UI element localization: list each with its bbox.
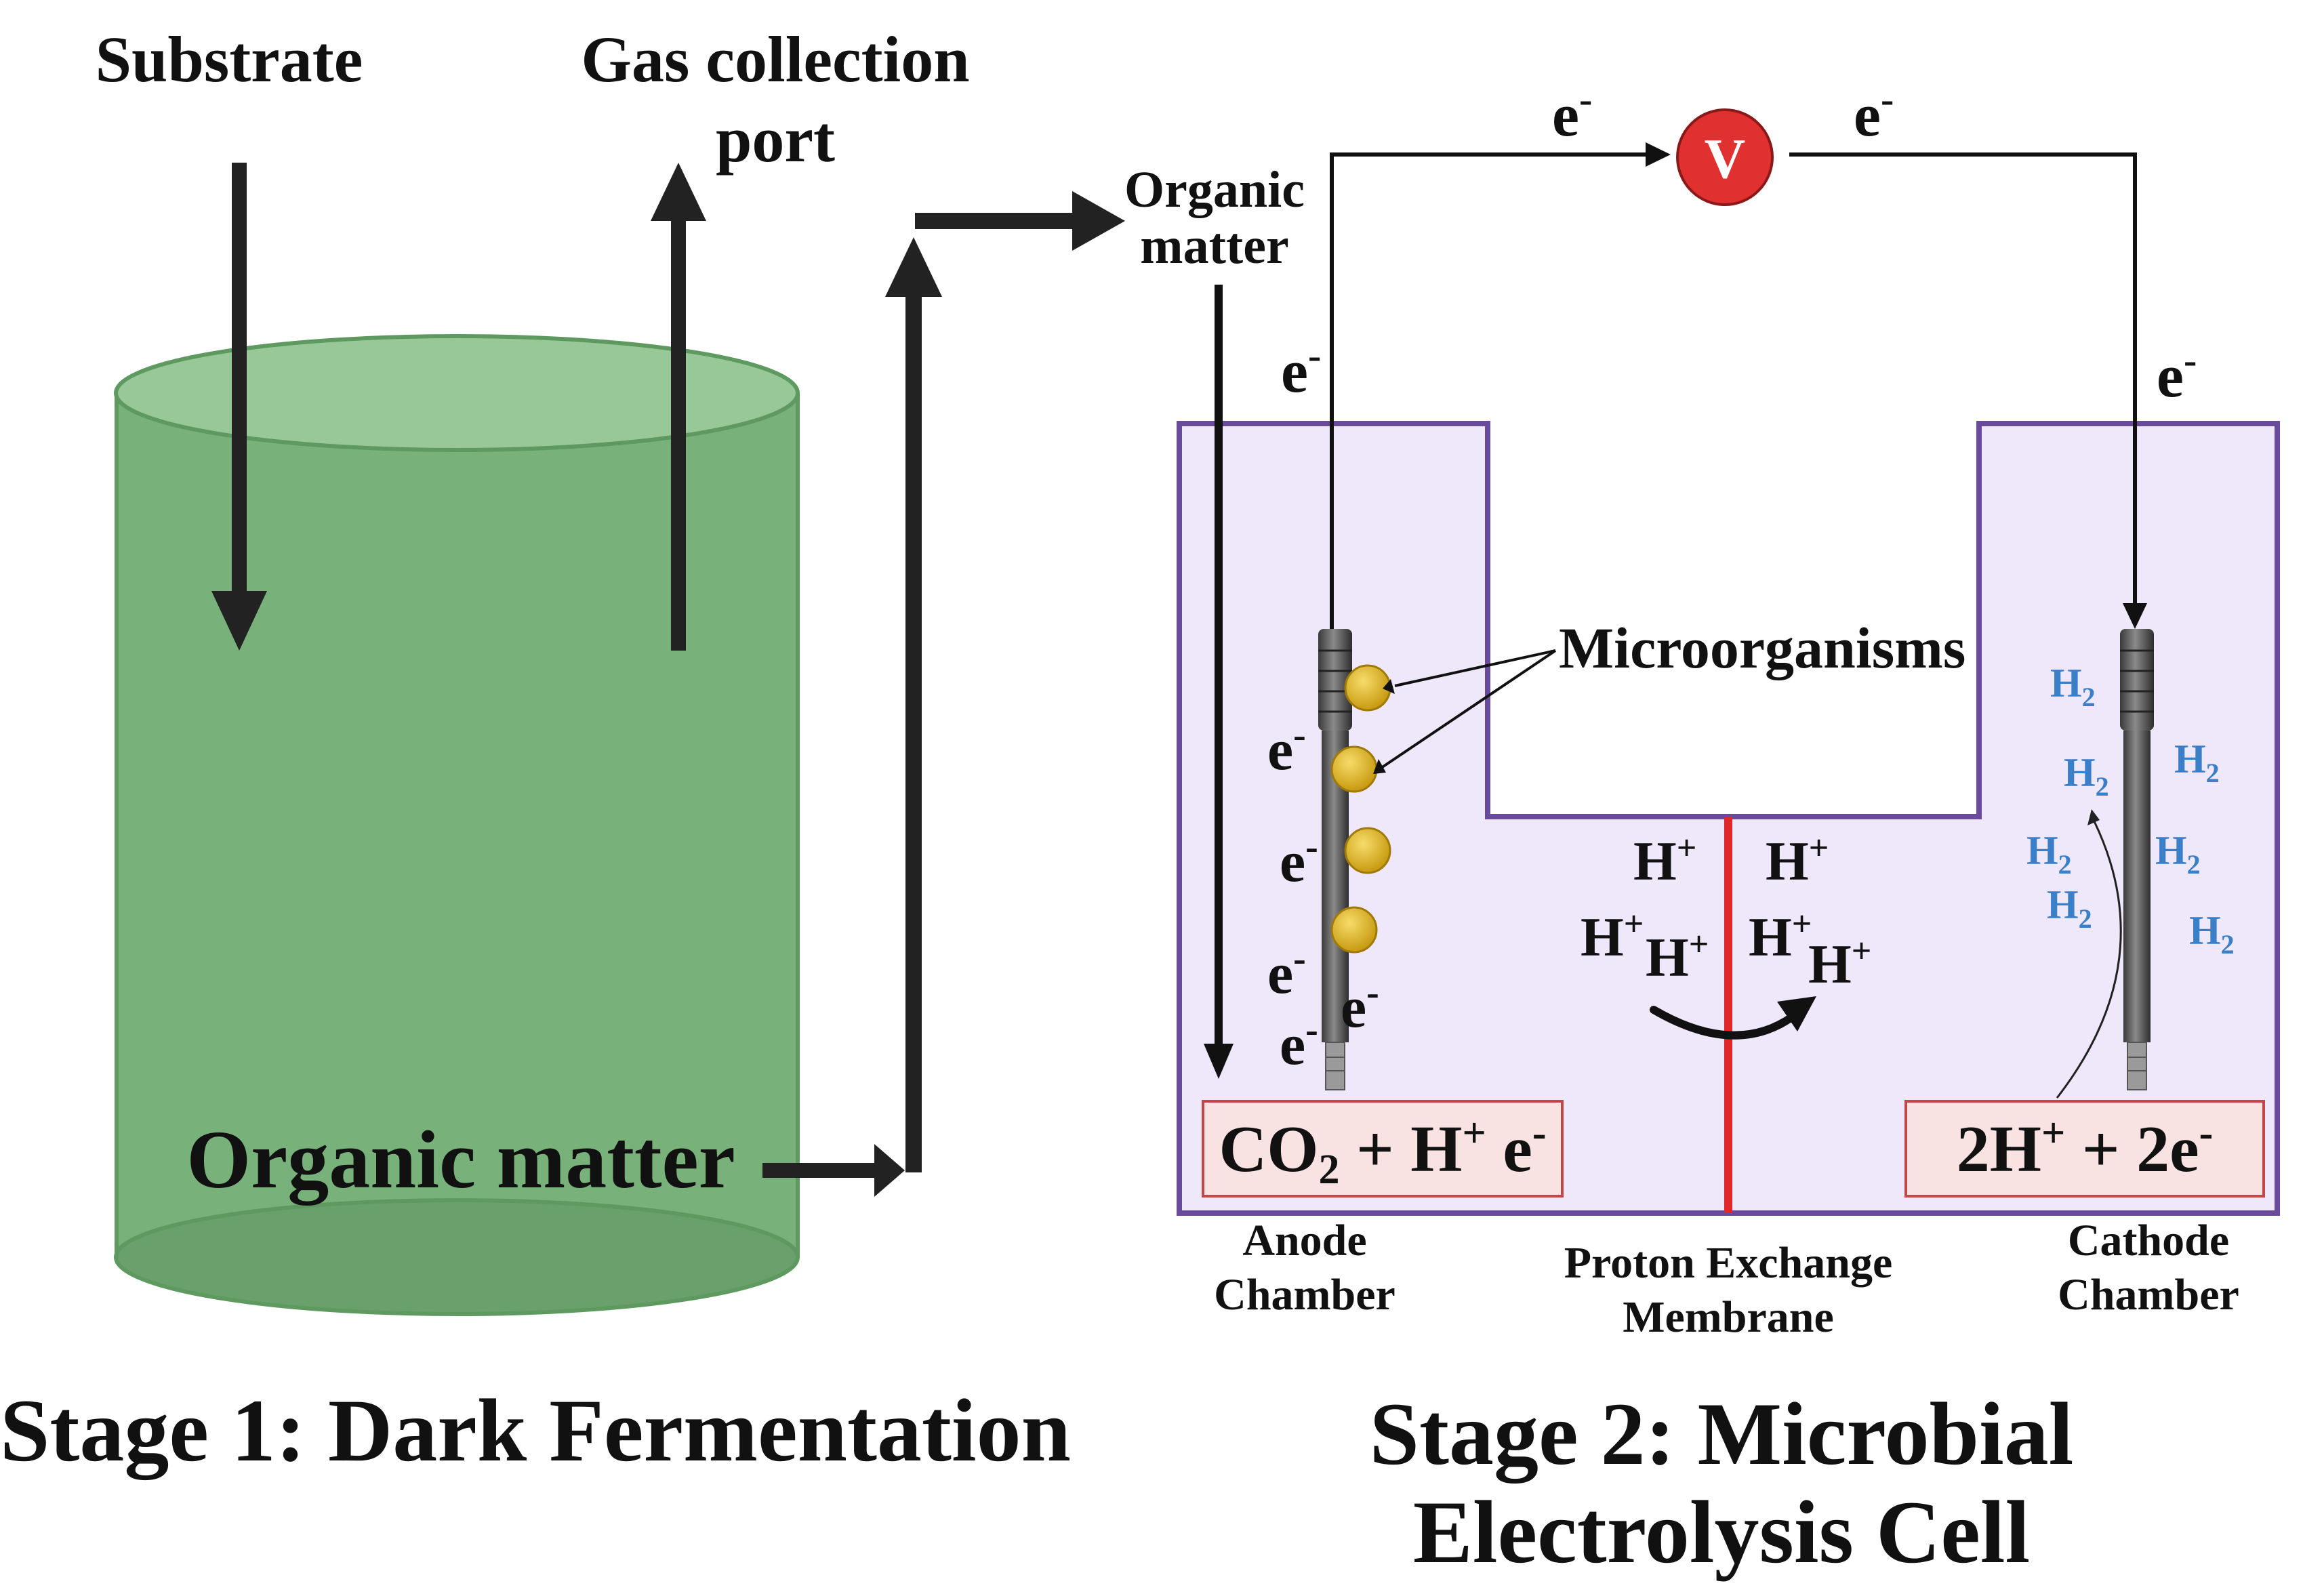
membrane-label-line2: Membrane (1623, 1292, 1834, 1342)
cathode-reaction-box (1904, 1100, 2265, 1198)
membrane-label-line1: Proton Exchange (1564, 1238, 1893, 1288)
anode-chamber-label-line2: Chamber (1214, 1270, 1395, 1319)
organic-matter-input-arrow (1204, 285, 1234, 1079)
cathode-electrode (2120, 629, 2154, 1090)
proton-exchange-membrane (1724, 817, 1732, 1213)
proton-label: H+ (1633, 829, 1696, 892)
voltmeter-icon (1676, 108, 1774, 206)
cathode-reaction: 2H+ + 2e- (1957, 1110, 2214, 1186)
electron-label: e- (1552, 77, 1592, 149)
hydrogen-label: H2 (2064, 750, 2109, 802)
proton-label: H+ (1808, 932, 1871, 995)
organic-matter-input-line2: matter (1140, 218, 1288, 274)
anode-chamber-label-line1: Anode (1242, 1216, 1366, 1265)
electron-label: e- (1281, 333, 1321, 405)
tank-bottom (114, 1198, 800, 1316)
electron-label: e- (1341, 972, 1379, 1040)
hydrogen-evolution-arrowhead (2087, 809, 2100, 825)
stage2-title-line2: Electrolysis Cell (1413, 1482, 2030, 1582)
electron-label: e- (1280, 1009, 1318, 1077)
proton-label: H+ (1749, 905, 1812, 968)
hydrogen-evolution-arrow (2056, 821, 2122, 1099)
proton-label: H+ (1766, 829, 1829, 892)
substrate-label: Substrate (96, 23, 363, 96)
proton-label: H+ (1581, 905, 1644, 968)
hydrogen-label: H2 (2174, 737, 2220, 788)
organic-matter-flow-arrow (762, 191, 1125, 1197)
microorganism-icon (1344, 827, 1391, 874)
hydrogen-label: H2 (2047, 882, 2092, 934)
wire-arrowhead-to-voltmeter (1646, 142, 1671, 167)
electron-label: e- (1267, 714, 1306, 782)
anode-reaction-box (1202, 1100, 1564, 1198)
microorganism-icon (1330, 745, 1378, 793)
voltmeter-label: V (1705, 127, 1746, 190)
gas-collection-label-line1: Gas collection (581, 23, 969, 96)
cathode-chamber-label-line1: Cathode (2068, 1216, 2229, 1265)
microorganisms-label: Microorganisms (1559, 615, 1965, 680)
electron-label: e- (1854, 77, 1894, 149)
electron-label: e- (1267, 938, 1306, 1006)
hydrogen-label: H2 (2155, 828, 2201, 880)
gas-collection-label-line2: port (716, 103, 835, 176)
microorganism-icon (1330, 906, 1378, 954)
cathode-chamber-label-line2: Chamber (2058, 1270, 2239, 1319)
substrate-arrow (211, 163, 267, 651)
pointer-arrowhead (1373, 759, 1386, 774)
stage1-title: Stage 1: Dark Fermentation (0, 1380, 1071, 1480)
anode-reaction: CO2 + H+ e- (1219, 1110, 1546, 1193)
proton-crossing-arrowhead (1777, 996, 1816, 1031)
proton-label: H+ (1646, 925, 1709, 988)
organic-matter-input-line1: Organic (1124, 161, 1305, 218)
gas-collection-arrow (651, 163, 706, 651)
microorganisms-pointer (1378, 649, 1557, 771)
electron-label: e- (2157, 338, 2197, 410)
pointer-arrowhead (1383, 679, 1395, 694)
electron-label: e- (1280, 826, 1318, 894)
proton-crossing-arrow (1650, 1006, 1797, 1040)
stage2-title-line1: Stage 2: Microbial (1370, 1384, 2074, 1484)
hydrogen-label: H2 (2189, 908, 2235, 960)
tank-top (114, 334, 800, 452)
hydrogen-label: H2 (2026, 828, 2072, 880)
hydrogen-label: H2 (2050, 661, 2096, 712)
electron-circuit-wire (1330, 152, 2137, 637)
organic-matter-label: Organic matter (186, 1114, 735, 1206)
wire-arrowhead-to-cathode (2123, 603, 2147, 629)
